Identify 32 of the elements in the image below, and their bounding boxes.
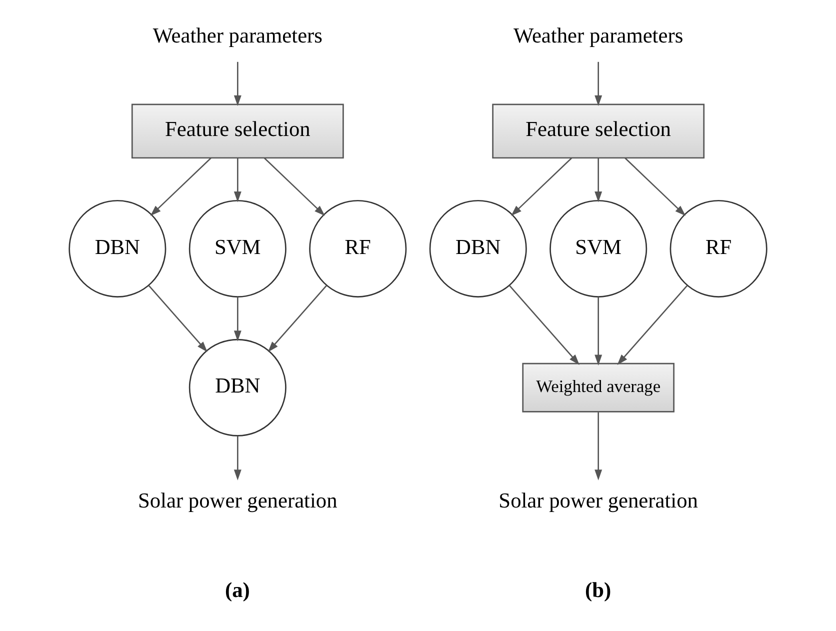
arrow [234,296,242,342]
arrow [511,158,572,216]
arrow [234,436,242,480]
arrow [594,62,602,106]
arrow [594,158,602,202]
arrow [150,158,212,216]
arrow [234,158,242,202]
node-text: Solar power generation [498,488,698,513]
arrow [264,158,325,216]
node-circle: SVM [550,200,648,298]
node-text: Weather parameters [514,24,684,48]
node-circle: DBN [68,200,166,298]
node-circle: SVM [188,200,286,298]
node-box: Weighted average [522,362,674,412]
arrow [148,285,208,352]
arrow [624,158,686,216]
arrow [594,296,602,366]
arrow [268,285,328,352]
arrow [508,285,580,365]
node-circle: DBN [188,338,286,436]
node-box: Feature selection [131,104,344,159]
node-circle: DBN [429,200,527,298]
arrow [594,412,602,480]
arrow [234,62,242,106]
label: (a) [224,578,250,602]
node-circle: RF [309,200,407,298]
node-text: Solar power generation [138,488,338,513]
arrow [617,285,688,365]
node-box: Feature selection [492,104,705,159]
node-circle: RF [670,200,768,298]
label: (b) [584,578,612,602]
node-text: Weather parameters [152,24,322,48]
